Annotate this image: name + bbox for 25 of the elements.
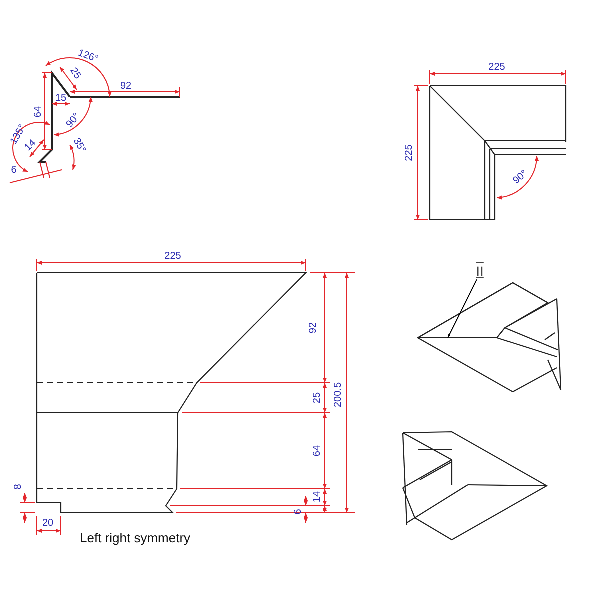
roof-face-panel: [416, 282, 550, 339]
dimension-label: 200.5: [334, 382, 344, 408]
dimension-label: 25: [313, 392, 323, 404]
dimension-label: 64: [34, 106, 44, 118]
leader-arrow: [448, 279, 478, 338]
dimension-label: 225: [488, 63, 506, 73]
dimension-label: 6: [294, 509, 304, 515]
dimension-label: 92: [120, 82, 132, 92]
dimension-label: 8: [14, 484, 24, 490]
angle-label: 126°: [76, 48, 100, 66]
dimension-label: 6: [11, 166, 17, 176]
dimension-label: 92: [309, 322, 319, 334]
angle-label: 90°: [512, 169, 530, 187]
dimension-label: 14: [313, 491, 323, 503]
dimension-label: 15: [55, 94, 67, 104]
dimension-label: 14: [24, 138, 38, 154]
angle-label: 90°: [65, 112, 83, 130]
dimension-label: 20: [42, 519, 54, 529]
section-marker: II: [475, 264, 485, 280]
note-text: Left right symmetry: [80, 532, 191, 544]
dimension-label: 25: [68, 66, 82, 82]
dimension-label: 225: [405, 144, 415, 162]
dimension-label: 64: [313, 445, 323, 457]
angle-label: 35°: [70, 136, 88, 156]
dimension-label: 225: [164, 252, 182, 262]
